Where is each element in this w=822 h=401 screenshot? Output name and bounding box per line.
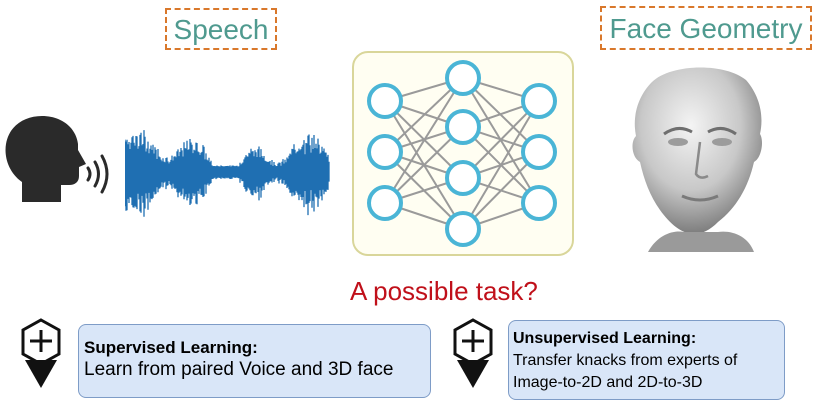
supervised-learning-card: Supervised Learning: Learn from paired V… — [78, 324, 431, 398]
speaking-head-icon — [5, 116, 86, 202]
nn-node — [445, 60, 481, 96]
audio-waveform — [125, 130, 330, 217]
unsupervised-line-2: Image-to-2D and 2D-to-3D — [513, 374, 703, 391]
nn-node — [445, 109, 481, 145]
face-geometry-label: Face Geometry — [600, 6, 812, 50]
nn-edge — [462, 100, 540, 230]
nn-node — [521, 134, 557, 170]
speech-label: Speech — [165, 8, 277, 50]
nn-node — [445, 211, 481, 247]
nn-node — [521, 185, 557, 221]
plus-pin-icon — [453, 318, 493, 388]
unsupervised-title: Unsupervised Learning: — [513, 330, 697, 347]
supervised-title: Supervised Learning: — [84, 338, 258, 357]
nn-edge — [462, 151, 540, 230]
nn-node — [367, 134, 403, 170]
nn-edge — [462, 100, 540, 179]
nn-node — [445, 160, 481, 196]
neural-network-icon — [367, 60, 557, 247]
unsupervised-learning-card: Unsupervised Learning: Transfer knacks f… — [508, 320, 785, 400]
3d-face-render — [632, 67, 762, 252]
nn-node — [521, 83, 557, 119]
unsupervised-line-1: Transfer knacks from experts of — [513, 352, 738, 369]
task-question: A possible task? — [350, 276, 538, 306]
supervised-body: Learn from paired Voice and 3D face — [84, 359, 394, 380]
sound-waves-icon — [86, 154, 109, 194]
waveform-trace — [125, 130, 330, 217]
nn-node — [367, 185, 403, 221]
plus-pin-icon — [21, 318, 61, 388]
nn-node — [367, 83, 403, 119]
nn-edge — [384, 77, 464, 204]
nn-edge — [384, 126, 464, 204]
